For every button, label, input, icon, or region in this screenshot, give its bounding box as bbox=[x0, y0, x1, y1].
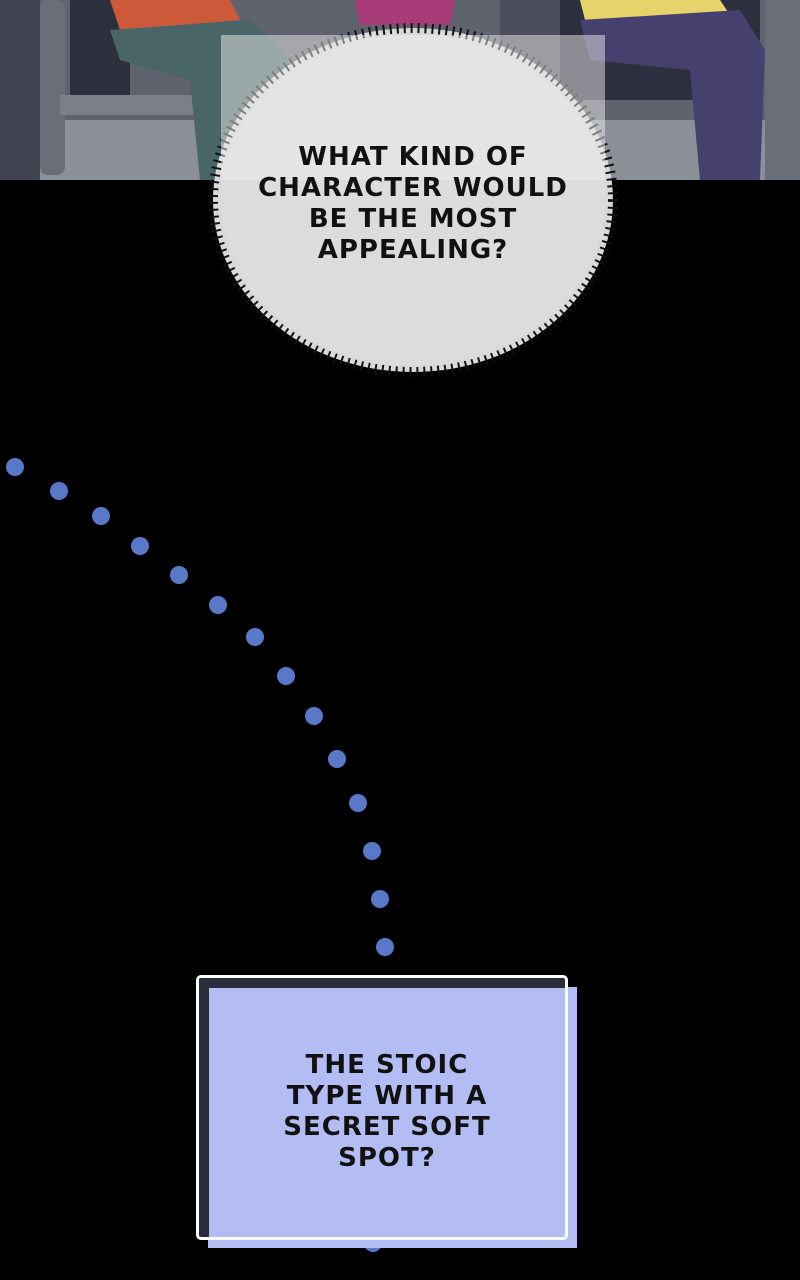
bubble-line: CHARACTER WOULD bbox=[258, 173, 568, 203]
trail-dot bbox=[376, 938, 394, 956]
trail-dot bbox=[371, 890, 389, 908]
caption-line: SECRET SOFT bbox=[283, 1112, 491, 1142]
speech-bubble bbox=[208, 23, 618, 377]
trail-dot bbox=[363, 842, 381, 860]
caption-box-top-edge bbox=[199, 978, 565, 988]
trail-dot bbox=[349, 794, 367, 812]
trail-dot bbox=[6, 458, 24, 476]
caption-text: THE STOIC TYPE WITH A SECRET SOFT SPOT? bbox=[209, 1050, 565, 1174]
trail-dot bbox=[305, 707, 323, 725]
speech-bubble-text: WHAT KIND OF CHARACTER WOULD BE THE MOST… bbox=[213, 142, 613, 266]
caption-box: THE STOIC TYPE WITH A SECRET SOFT SPOT? bbox=[196, 975, 568, 1240]
trail-dot bbox=[92, 507, 110, 525]
trail-dot bbox=[246, 628, 264, 646]
trail-dot bbox=[170, 566, 188, 584]
trail-dot bbox=[277, 667, 295, 685]
caption-line: THE STOIC bbox=[305, 1050, 469, 1080]
trail-dot bbox=[50, 482, 68, 500]
trail-dot bbox=[131, 537, 149, 555]
caption-box-left-edge bbox=[199, 978, 209, 1237]
bubble-line: APPEALING? bbox=[317, 235, 509, 265]
bubble-line: WHAT KIND OF bbox=[298, 142, 528, 172]
trail-dot bbox=[209, 596, 227, 614]
caption-line: SPOT? bbox=[338, 1143, 436, 1173]
trail-dot bbox=[328, 750, 346, 768]
bubble-line: BE THE MOST bbox=[308, 204, 518, 234]
caption-line: TYPE WITH A bbox=[286, 1081, 488, 1111]
